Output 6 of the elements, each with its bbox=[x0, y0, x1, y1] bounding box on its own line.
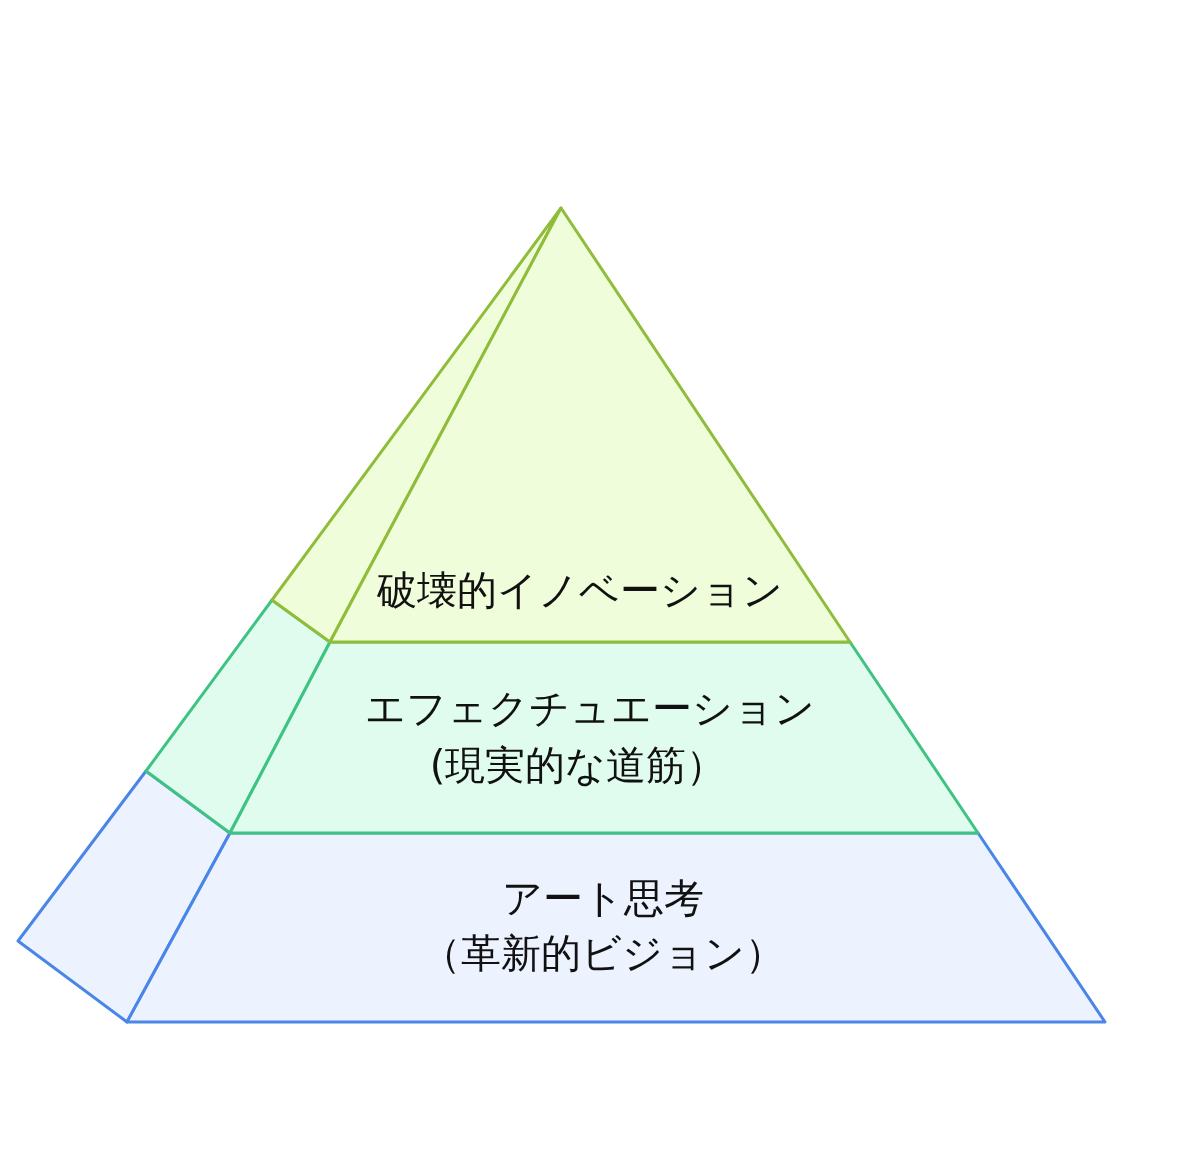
layer-subtitle: (現実的な道筋） bbox=[429, 741, 727, 789]
layer-title: 破壊的イノベーション bbox=[377, 566, 783, 614]
layer-title: アート思考 bbox=[502, 874, 704, 922]
pyramid-layer bbox=[328, 206, 852, 644]
layer-subtitle: （革新的ビジョン） bbox=[421, 929, 785, 977]
layer-title: エフェクチュエーション bbox=[365, 684, 815, 732]
